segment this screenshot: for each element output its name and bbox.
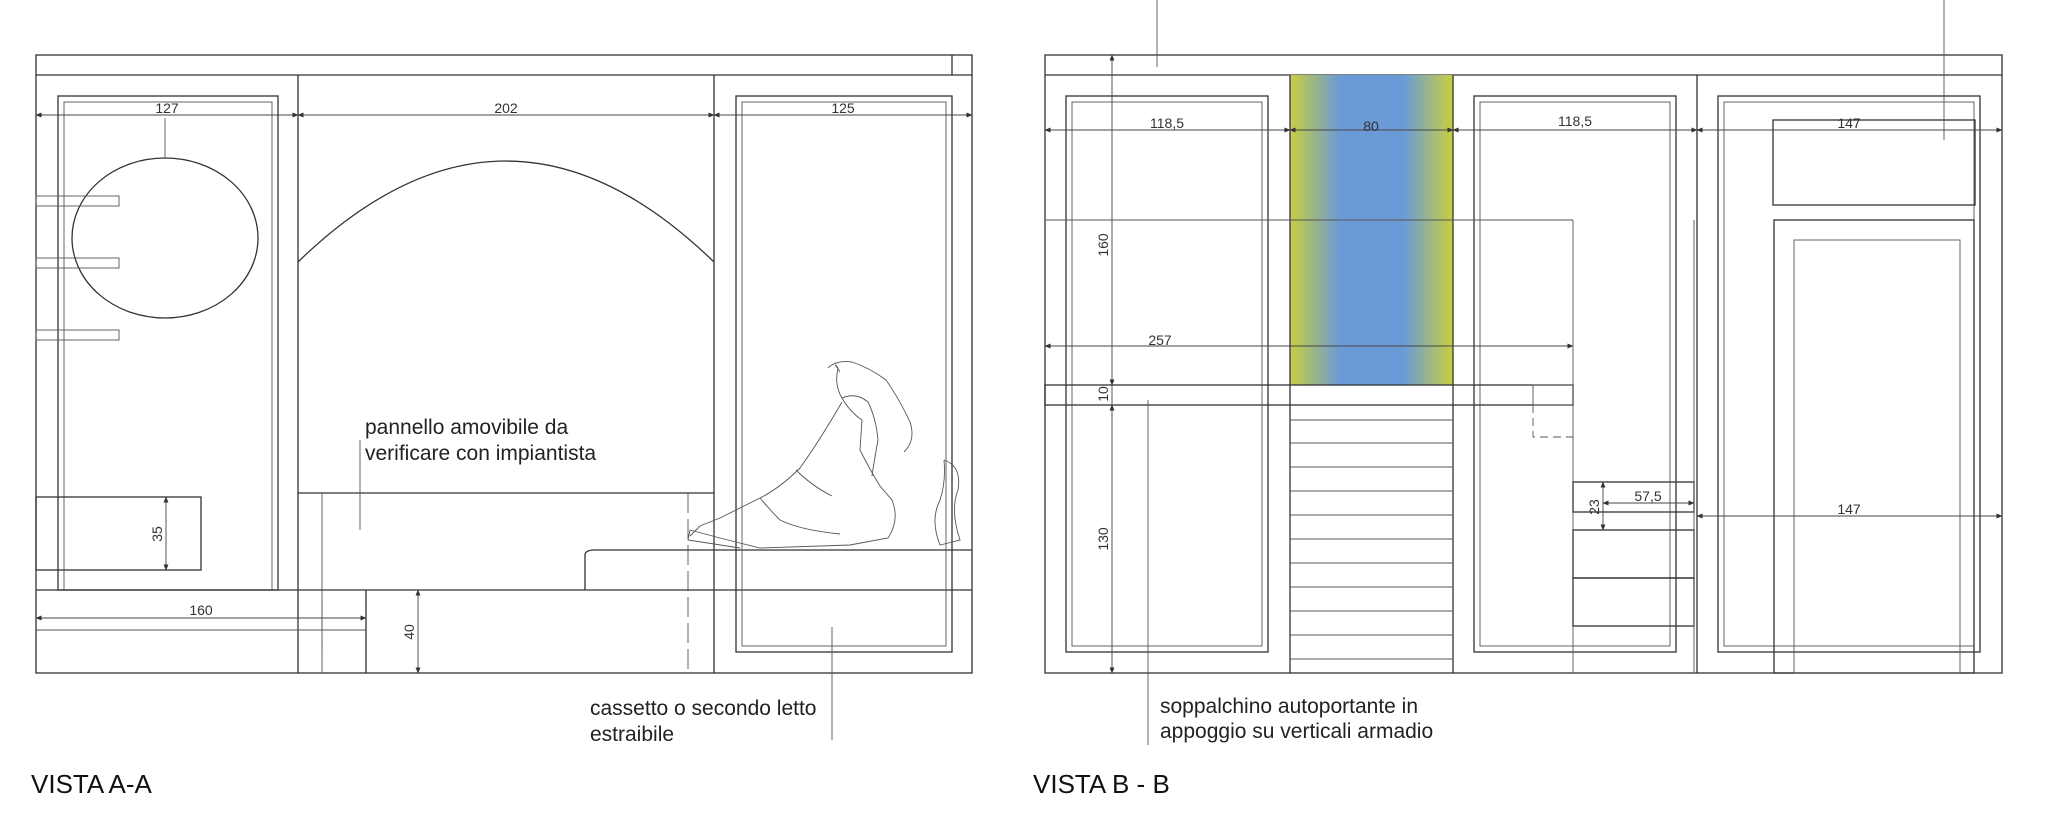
dim-a-w-mid: 202 (494, 100, 518, 116)
loft-stairs (1290, 419, 1453, 660)
view-a-title: VISTA A-A (31, 769, 153, 799)
dim-b-w-window: 80 (1363, 118, 1379, 134)
view-a-dimensions: 127 202 125 35 160 40 (35, 100, 973, 674)
dim-b-w-loft: 257 (1148, 332, 1172, 348)
view-b-elevation: 118,5 80 118,5 147 160 257 10 130 57,5 2… (1033, 0, 2003, 799)
dim-b-w-drawer: 57,5 (1634, 488, 1661, 504)
dim-b-h-drawer: 23 (1586, 499, 1602, 515)
window-strip (1290, 75, 1453, 385)
dim-b-h-loft: 10 (1095, 386, 1111, 402)
view-a-left-wardrobe (57, 95, 279, 591)
view-b-left-wardrobe (1065, 95, 1269, 653)
view-b-outer-frame (1044, 54, 2003, 674)
view-b-right-wardrobe (1717, 95, 1981, 653)
dim-b-w-right-top: 147 (1837, 115, 1861, 131)
view-b-title: VISTA B - B (1033, 769, 1170, 799)
dim-a-h-drawer-box: 35 (149, 526, 165, 542)
note-panel-line1: pannello amovibile da (365, 416, 568, 439)
note-drawer-line1: cassetto o secondo letto (590, 697, 816, 720)
note-drawer-line2: estraibile (590, 723, 674, 746)
right-door (1773, 219, 1975, 674)
dim-a-w-bed: 160 (189, 602, 213, 618)
mattress (584, 549, 972, 590)
view-b-mid-wardrobe (1473, 95, 1677, 653)
dim-a-h-base: 40 (401, 624, 417, 640)
dim-b-h-lower: 130 (1095, 527, 1111, 551)
round-mirror (71, 157, 259, 319)
note-panel-line2: verificare con impiantista (365, 442, 596, 465)
arch (297, 160, 715, 263)
note-loft-line1: soppalchino autoportante in (1160, 695, 1418, 718)
dim-a-w-right: 125 (831, 100, 855, 116)
view-b-dimensions: 118,5 80 118,5 147 160 257 10 130 57,5 2… (1044, 54, 2003, 674)
dim-a-w-left: 127 (155, 100, 179, 116)
upper-box (1772, 119, 1976, 206)
seated-figure (687, 361, 961, 549)
dim-b-w-mid: 118,5 (1558, 113, 1592, 129)
view-a-outer-frame (35, 54, 973, 674)
loft-platform (1044, 384, 1574, 406)
dim-b-w-right-mid: 147 (1837, 501, 1861, 517)
view-a-drawer-box (35, 496, 202, 571)
view-a-elevation: 127 202 125 35 160 40 pannello amovibile… (31, 54, 973, 799)
dim-b-w-left: 118,5 (1150, 115, 1184, 131)
view-a-right-wardrobe (735, 95, 953, 653)
dim-b-h-upper: 160 (1095, 233, 1111, 257)
note-loft-line2: appoggio su verticali armadio (1160, 720, 1433, 743)
